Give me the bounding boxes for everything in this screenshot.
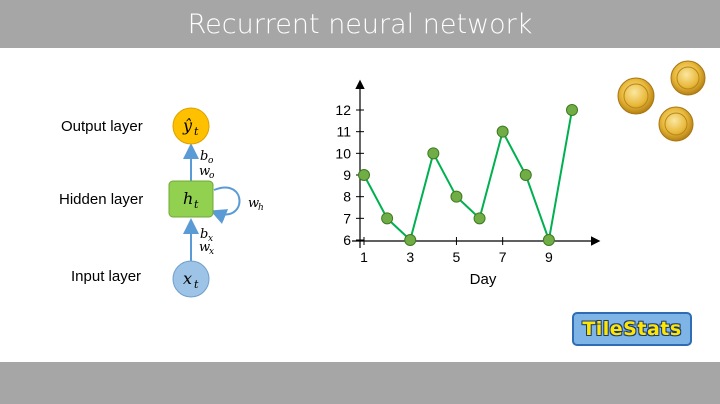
- hidden-node-symbol: h: [183, 189, 193, 208]
- bias-o-label: b: [200, 149, 208, 164]
- data-point: [473, 212, 486, 225]
- weight-x-sub: x: [209, 247, 214, 257]
- hidden-layer-label: Hidden layer: [59, 191, 143, 208]
- weight-h-sub: h: [258, 203, 264, 213]
- output-node-symbol: ŷ: [182, 116, 193, 135]
- y-tick-label: 9: [343, 167, 351, 183]
- input-node: [172, 260, 210, 298]
- weight-o-sub: o: [209, 171, 215, 181]
- x-axis-label: Day: [470, 271, 497, 288]
- data-point: [427, 147, 440, 160]
- bias-o-sub: o: [208, 156, 214, 166]
- output-node-sub: t: [194, 125, 199, 138]
- title-bar: Recurrent neural network: [0, 0, 720, 48]
- y-tick-label: 12: [335, 102, 351, 118]
- data-point: [542, 234, 555, 246]
- weight-o-label: w: [199, 164, 210, 179]
- y-tick-label: 10: [335, 145, 351, 161]
- coins-image: [617, 60, 706, 142]
- y-tick-label: 11: [336, 124, 351, 140]
- output-node: [172, 107, 210, 145]
- tilestats-logo: TileStats: [572, 312, 692, 346]
- input-node-sub: t: [194, 278, 199, 291]
- input-node-symbol: x: [183, 269, 192, 288]
- bias-x-label: b: [200, 227, 208, 242]
- series-line: [363, 109, 573, 244]
- x-tick-label: 9: [545, 249, 553, 265]
- page-title: Recurrent neural network: [187, 8, 533, 40]
- series-points: [358, 104, 578, 246]
- weight-h-label: w: [248, 196, 259, 211]
- y-tick-label: 8: [343, 189, 351, 205]
- hidden-node-sub: t: [194, 198, 199, 211]
- data-point: [381, 212, 394, 225]
- footer-bar: [0, 362, 720, 404]
- bias-x-sub: x: [208, 234, 213, 244]
- hidden-recurrent-arrow: [210, 186, 241, 224]
- x-tick-label: 5: [453, 249, 461, 265]
- data-point: [566, 104, 578, 116]
- data-point: [519, 169, 532, 181]
- weight-x-label: w: [199, 240, 210, 255]
- data-point: [358, 169, 370, 181]
- hidden-node: [168, 180, 214, 218]
- y-tick-label: 7: [343, 210, 351, 226]
- data-point: [450, 190, 463, 203]
- x-tick-label: 3: [406, 249, 414, 265]
- data-point: [404, 234, 417, 246]
- y-tick-label: 6: [343, 232, 351, 248]
- x-tick-label: 7: [499, 249, 507, 265]
- output-layer-label: Output layer: [61, 118, 143, 135]
- logo-text: TileStats: [582, 318, 682, 340]
- input-layer-label: Input layer: [71, 268, 141, 285]
- x-tick-label: 1: [360, 249, 368, 265]
- data-point: [496, 125, 509, 138]
